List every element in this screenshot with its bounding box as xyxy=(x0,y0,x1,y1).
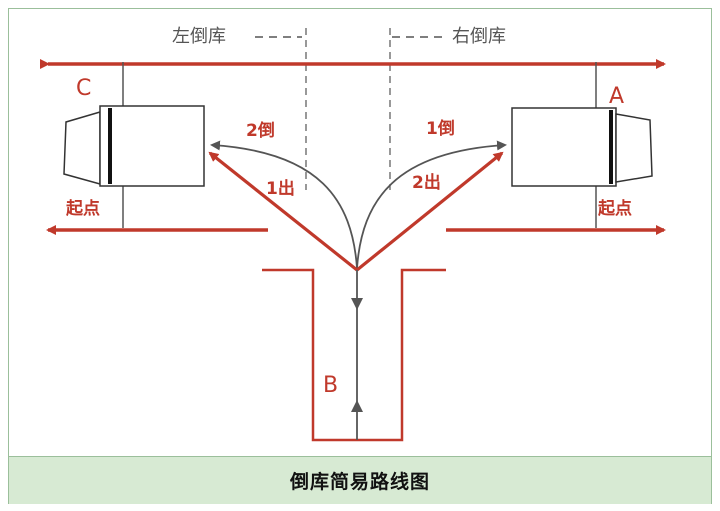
diagram-frame xyxy=(8,8,712,504)
left-car xyxy=(63,105,205,187)
exit-path-right xyxy=(355,151,504,272)
reverse-path-left xyxy=(210,140,358,269)
center-arrow-down xyxy=(351,298,363,310)
exit-2-label: 2出 xyxy=(412,172,441,193)
right-garage-label: 右倒库 xyxy=(452,26,506,47)
caption-bar: 倒库简易路线图 xyxy=(9,456,711,504)
left-garage-label: 左倒库 xyxy=(172,26,226,47)
exit-path-left xyxy=(208,151,358,272)
point-c-label: C xyxy=(76,76,91,101)
right-car xyxy=(511,107,653,187)
center-arrow-up xyxy=(351,400,363,412)
caption-title: 倒库简易路线图 xyxy=(289,471,430,493)
point-b-label: B xyxy=(323,373,338,398)
reverse-1-label: 1倒 xyxy=(426,119,455,139)
reverse-path-right xyxy=(356,140,507,269)
point-a-label: A xyxy=(609,84,624,109)
start-left-label: 起点 xyxy=(65,198,100,219)
reverse-2-label: 2倒 xyxy=(246,121,275,141)
start-right-label: 起点 xyxy=(597,198,632,219)
exit-1-label: 1出 xyxy=(266,178,295,199)
garage-slot-outline xyxy=(262,268,446,442)
